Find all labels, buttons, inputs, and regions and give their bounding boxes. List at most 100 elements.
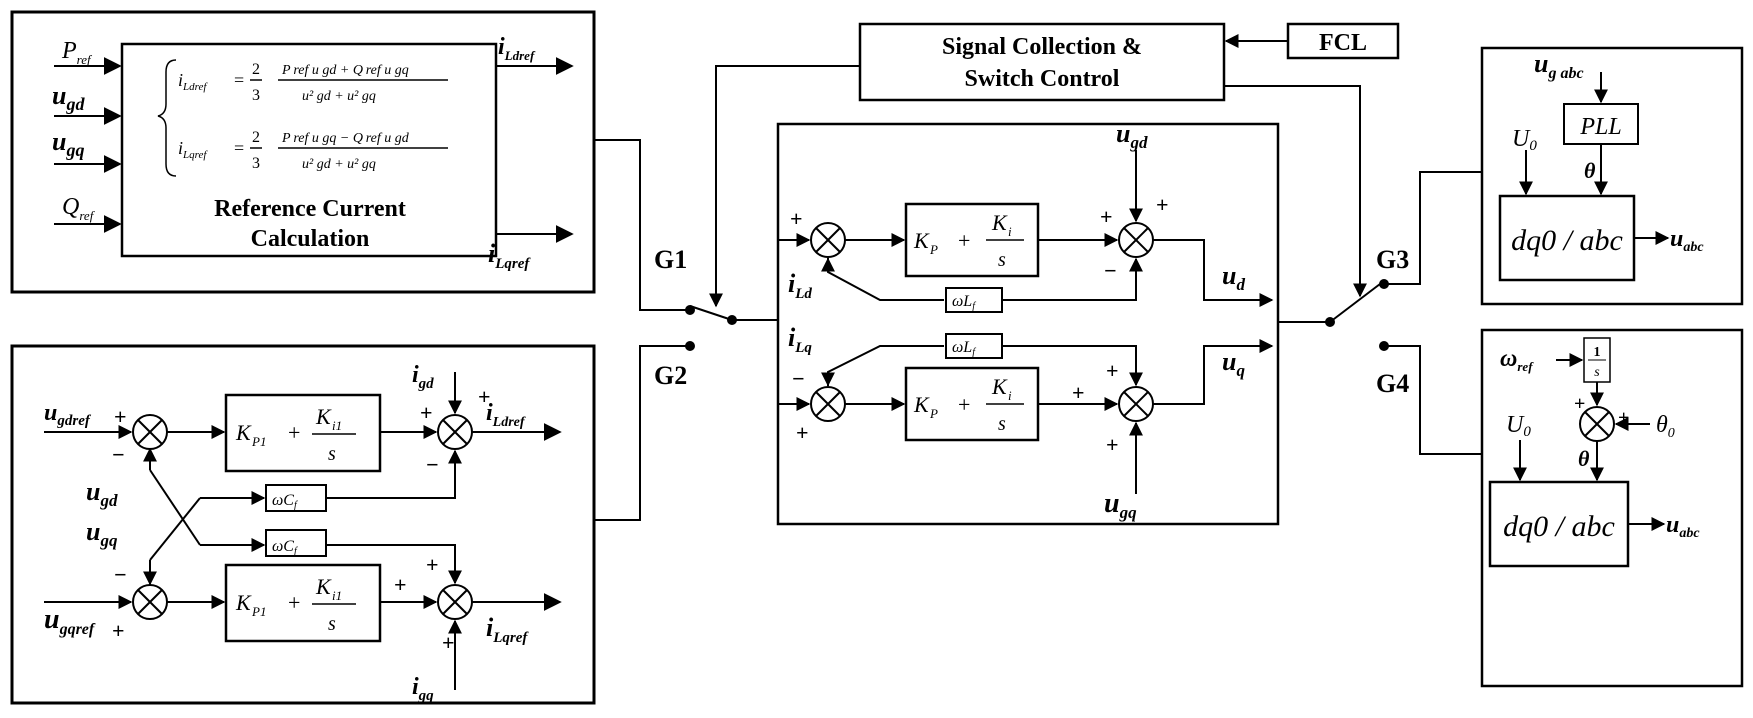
u-gd-input-label: ugd: [52, 81, 85, 114]
signal-collection-block: [709, 22, 1400, 308]
eq1-denominator: u² gd + u² gq: [302, 89, 376, 104]
wire-inner-to-g2: [594, 345, 686, 521]
signal-box-line2: Switch Control: [965, 66, 1120, 92]
grid-u-abc-label: uabc: [1670, 226, 1704, 255]
integrator-num: 1: [1594, 345, 1601, 360]
switch-g1-g2[interactable]: [685, 305, 778, 351]
svg-text:+: +: [288, 590, 300, 615]
current-loop-panel: [776, 122, 1280, 526]
inner-u-gq-label: ugq: [86, 517, 118, 550]
q-ref-label: Qref: [62, 194, 96, 223]
svg-text:s: s: [328, 613, 336, 635]
reference-current-block: [120, 42, 498, 258]
reference-current-panel: [10, 10, 596, 294]
omega-ref-label: ωref: [1500, 346, 1534, 374]
isl-u0-label: U0: [1506, 412, 1531, 440]
cl-add-q-top-plus: +: [1106, 358, 1119, 383]
svg-text:+: +: [958, 392, 970, 417]
outer-out-q: iLqref: [488, 239, 531, 272]
voltage-loop-panel: [10, 344, 596, 705]
svg-text:K: K: [315, 574, 332, 599]
isl-sum-right-plus: +: [1618, 407, 1629, 429]
inner-u-gd-label: ugd: [86, 477, 118, 510]
svg-text:K: K: [235, 590, 252, 615]
svg-text:i1: i1: [332, 588, 342, 603]
inner-pi-d: K P1 + K i1 s: [235, 404, 356, 465]
lf-label-1: ωLf: [952, 293, 976, 312]
pll-label: PLL: [1579, 114, 1621, 140]
eq2-numerator: P ref u gq − Q ref u gd: [281, 131, 410, 146]
inner-add-q-top-plus: +: [426, 552, 439, 577]
eq2-coef-den: 3: [252, 155, 260, 172]
g3-label: G3: [1376, 245, 1409, 274]
u-gq-input-label: ugq: [52, 127, 84, 160]
i-gq-label: igq: [412, 674, 434, 704]
svg-text:P1: P1: [251, 604, 266, 619]
cf-label-2: ωCf: [272, 538, 298, 557]
inner-add-d-top-plus: +: [478, 384, 491, 409]
inner-add-q-left-plus: +: [394, 572, 407, 597]
svg-text:K: K: [991, 374, 1008, 399]
wire-outer-to-g1: [594, 139, 686, 311]
cl-pi-d: K P + K i s: [913, 210, 1024, 271]
u-d-label: ud: [1222, 261, 1245, 294]
theta0-label: θ0: [1656, 412, 1675, 441]
svg-text:P: P: [929, 406, 938, 421]
isl-theta-label: θ: [1578, 446, 1590, 471]
inner-pi-q: K P1 + K i1 s: [235, 574, 356, 635]
cf-label-1: ωCf: [272, 492, 298, 511]
eq1-coef-num: 2: [252, 61, 260, 78]
svg-text:s: s: [998, 249, 1006, 271]
u-gqref-label: ugqref: [44, 604, 96, 638]
inner-sum-d-plus: +: [114, 404, 127, 429]
svg-text:i: i: [1008, 388, 1012, 403]
switch-g3-g4[interactable]: [1278, 171, 1482, 455]
svg-text:K: K: [315, 404, 332, 429]
cl-add-d-top-plus: +: [1156, 192, 1169, 217]
eq2-lhs: iLqref: [178, 138, 208, 161]
isl-u-abc-label: uabc: [1666, 512, 1700, 541]
grid-theta-label: θ: [1584, 158, 1596, 183]
svg-text:s: s: [328, 443, 336, 465]
inner-add-d-left-plus: +: [420, 400, 433, 425]
fcl-label: FCL: [1319, 30, 1367, 56]
inner-sum-d-minus: −: [112, 442, 125, 467]
islanded-panel: [1480, 328, 1744, 688]
cl-add-q-bottom-plus: +: [1106, 432, 1119, 457]
eq1-equals: =: [234, 70, 244, 90]
u-gdref-label: ugdref: [44, 400, 92, 429]
cl-add-d-bottom-minus: −: [1104, 258, 1117, 283]
cl-sum-q-minus: −: [792, 366, 805, 391]
eq2-coef-num: 2: [252, 129, 260, 146]
integrator-den: s: [1594, 365, 1600, 380]
g4-label: G4: [1376, 369, 1409, 398]
grid-u0-label: U0: [1512, 126, 1537, 154]
cl-u-gq-label: ugq: [1104, 488, 1137, 522]
inner-sum-q-minus: −: [114, 562, 127, 587]
i-ld-label: iLd: [788, 269, 812, 302]
inner-add-d-bottom-minus: −: [426, 452, 439, 477]
eq2-equals: =: [234, 138, 244, 158]
inner-sum-q-plus: +: [112, 618, 125, 643]
grid-dq0-label: dq0 / abc: [1511, 224, 1623, 257]
cl-sum-d-plus: +: [790, 206, 803, 231]
g1-label: G1: [654, 245, 687, 274]
outer-out-d: iLdref: [498, 34, 536, 63]
svg-text:i: i: [1008, 224, 1012, 239]
eq2-denominator: u² gd + u² gq: [302, 157, 376, 172]
svg-text:P: P: [929, 242, 938, 257]
svg-text:K: K: [991, 210, 1008, 235]
svg-text:+: +: [958, 228, 970, 253]
eq1-coef-den: 3: [252, 87, 260, 104]
u-gabc-label: ug abc: [1534, 49, 1584, 82]
isl-dq0-label: dq0 / abc: [1503, 510, 1615, 543]
inner-out-q: iLqref: [486, 613, 529, 646]
reference-current-title-2: Calculation: [251, 226, 370, 252]
cl-u-gd-label: ugd: [1116, 119, 1148, 152]
grid-tied-panel: [1480, 46, 1744, 306]
svg-text:K: K: [913, 392, 930, 417]
p-ref-label: Pref: [61, 38, 93, 67]
eq1-numerator: P ref u gd + Q ref u gq: [281, 63, 409, 78]
i-gd-label: igd: [412, 362, 434, 392]
svg-text:K: K: [235, 420, 252, 445]
